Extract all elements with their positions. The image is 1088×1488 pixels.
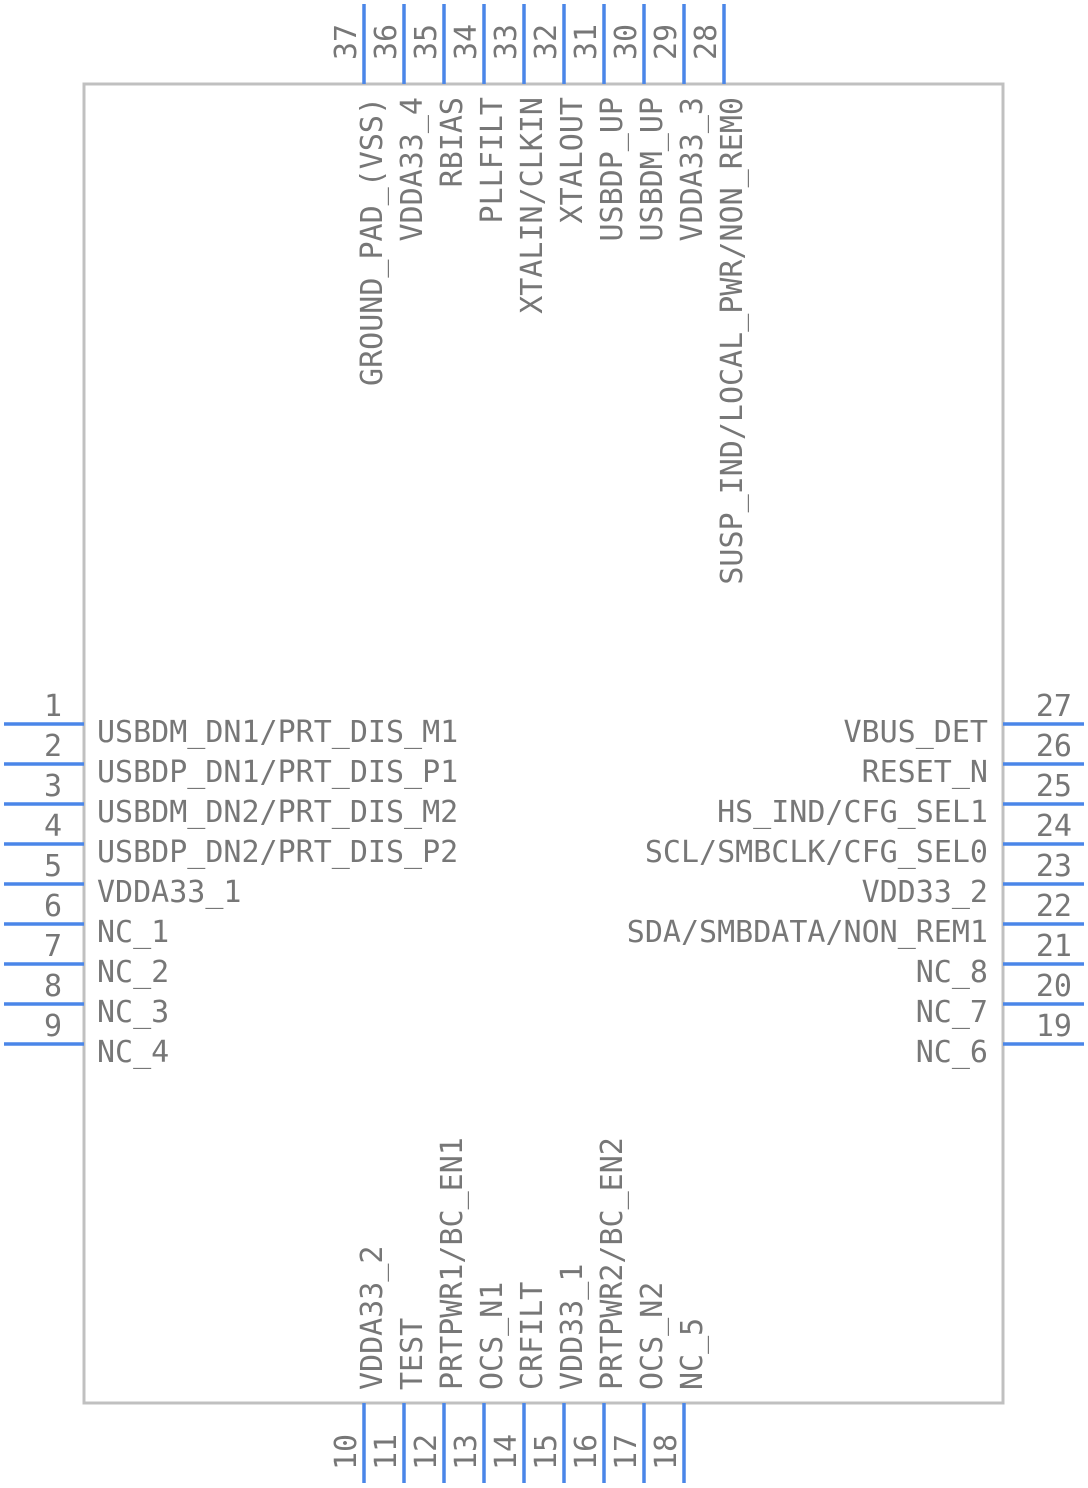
pin-name: VDDA33_1 xyxy=(97,875,242,910)
pin-number: 28 xyxy=(689,24,724,60)
pin-number: 25 xyxy=(1036,769,1072,804)
pin-name: XTALIN/CLKIN xyxy=(515,97,550,314)
pin-number: 2 xyxy=(44,729,62,764)
pin-name: VDD33_1 xyxy=(555,1264,590,1390)
pin-number: 31 xyxy=(569,24,604,60)
pin-name: VDDA33_4 xyxy=(395,97,430,242)
pin-number: 29 xyxy=(649,24,684,60)
pin-name: NC_3 xyxy=(97,995,169,1030)
pin-name: PRTPWR2/BC_EN2 xyxy=(595,1137,630,1390)
pin-number: 15 xyxy=(529,1434,564,1470)
pin-number: 17 xyxy=(609,1434,644,1470)
pin-number: 20 xyxy=(1036,969,1072,1004)
pin-number: 10 xyxy=(329,1434,364,1470)
pin-number: 32 xyxy=(529,24,564,60)
pin-number: 3 xyxy=(44,769,62,804)
pin-number: 8 xyxy=(44,969,62,1004)
pin-name: NC_8 xyxy=(916,955,988,990)
pin-number: 6 xyxy=(44,889,62,924)
pin-number: 19 xyxy=(1036,1009,1072,1044)
pin-number: 37 xyxy=(329,24,364,60)
pin-number: 11 xyxy=(369,1434,404,1470)
pin-name: NC_4 xyxy=(97,1035,169,1070)
pin-name: VDD33_2 xyxy=(862,875,988,910)
pin-name: USBDM_UP xyxy=(635,97,670,242)
pin-number: 18 xyxy=(649,1434,684,1470)
pin-number: 7 xyxy=(44,929,62,964)
pin-number: 9 xyxy=(44,1009,62,1044)
pin-number: 24 xyxy=(1036,809,1072,844)
pin-number: 5 xyxy=(44,849,62,884)
pin-name: HS_IND/CFG_SEL1 xyxy=(717,795,988,830)
pin-name: PLLFILT xyxy=(475,97,510,223)
pin-number: 1 xyxy=(44,689,62,724)
pin-number: 22 xyxy=(1036,889,1072,924)
pin-name: SCL/SMBCLK/CFG_SEL0 xyxy=(645,835,988,870)
pin-number: 12 xyxy=(409,1434,444,1470)
pin-name: OCS_N1 xyxy=(475,1282,510,1390)
pin-number: 21 xyxy=(1036,929,1072,964)
pin-name: VBUS_DET xyxy=(844,715,989,750)
ic-body-outline xyxy=(82,82,1005,1405)
pin-name: PRTPWR1/BC_EN1 xyxy=(435,1137,470,1390)
pin-name: RBIAS xyxy=(435,97,470,187)
pin-name: SDA/SMBDATA/NON_REM1 xyxy=(627,915,988,950)
pin-number: 34 xyxy=(449,24,484,60)
pin-number: 4 xyxy=(44,809,62,844)
pin-name: TEST xyxy=(395,1318,430,1390)
pin-name: USBDP_UP xyxy=(595,97,630,242)
pin-name: NC_1 xyxy=(97,915,169,950)
pin-number: 27 xyxy=(1036,689,1072,724)
pin-name: USBDP_DN1/PRT_DIS_P1 xyxy=(97,755,458,790)
pin-name: RESET_N xyxy=(862,755,988,790)
pin-name: CRFILT xyxy=(515,1282,550,1390)
pin-number: 26 xyxy=(1036,729,1072,764)
pin-name: NC_2 xyxy=(97,955,169,990)
pin-number: 23 xyxy=(1036,849,1072,884)
pin-name: GROUND_PAD_(VSS) xyxy=(355,97,390,386)
pin-name: XTALOUT xyxy=(555,97,590,223)
pin-number: 36 xyxy=(369,24,404,60)
pin-name: NC_6 xyxy=(916,1035,988,1070)
pin-number: 16 xyxy=(569,1434,604,1470)
pin-number: 30 xyxy=(609,24,644,60)
pin-name: NC_5 xyxy=(675,1318,710,1390)
pin-name: VDDA33_3 xyxy=(675,97,710,242)
pin-name: SUSP_IND/LOCAL_PWR/NON_REM0 xyxy=(715,97,750,585)
pin-name: USBDP_DN2/PRT_DIS_P2 xyxy=(97,835,458,870)
pin-number: 35 xyxy=(409,24,444,60)
pin-name: USBDM_DN2/PRT_DIS_M2 xyxy=(97,795,458,830)
pin-name: OCS_N2 xyxy=(635,1282,670,1390)
pin-number: 14 xyxy=(489,1434,524,1470)
pin-number: 33 xyxy=(489,24,524,60)
pin-name: NC_7 xyxy=(916,995,988,1030)
pin-number: 13 xyxy=(449,1434,484,1470)
pin-name: VDDA33_2 xyxy=(355,1246,390,1391)
pin-name: USBDM_DN1/PRT_DIS_M1 xyxy=(97,715,458,750)
